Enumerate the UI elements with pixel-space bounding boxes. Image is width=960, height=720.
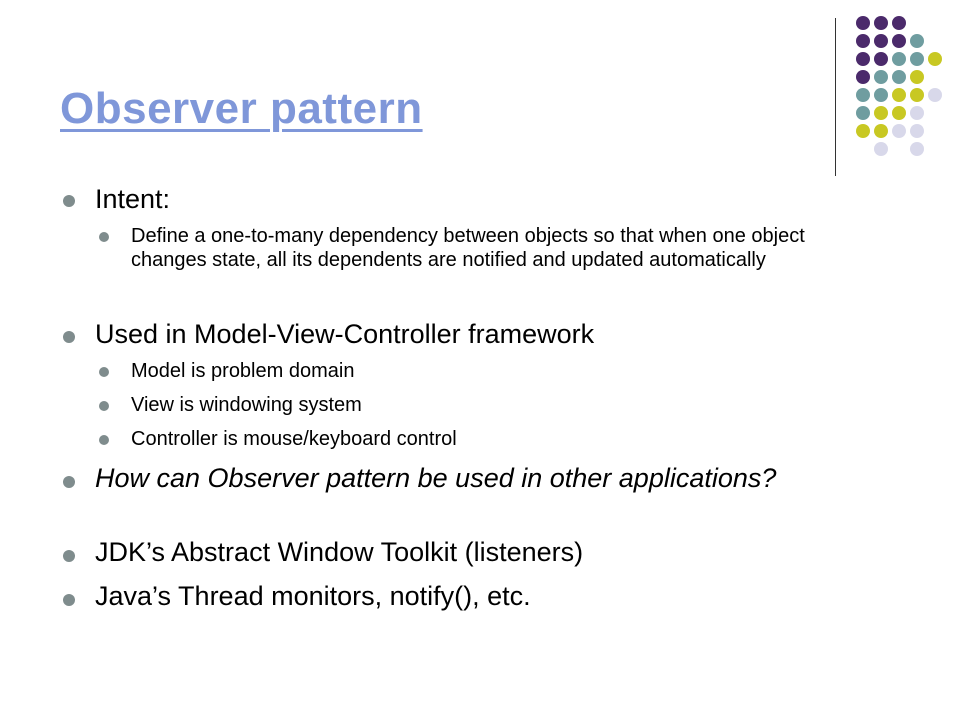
dot-lavender xyxy=(910,142,924,156)
bullet-marker xyxy=(63,476,75,488)
sub-bullet-marker xyxy=(99,232,109,242)
bullet-marker xyxy=(63,550,75,562)
dot-lavender xyxy=(874,142,888,156)
bullet-marker xyxy=(63,195,75,207)
dot-olive xyxy=(892,106,906,120)
dot-purple xyxy=(892,16,906,30)
bullet-marker xyxy=(63,594,75,606)
dot-teal xyxy=(856,106,870,120)
sub-bullet-marker xyxy=(99,367,109,377)
bullet-marker xyxy=(63,331,75,343)
dot-purple xyxy=(856,34,870,48)
dot-lavender xyxy=(928,88,942,102)
dot-purple xyxy=(874,34,888,48)
bullet-controller: Controller is mouse/keyboard control xyxy=(131,428,457,450)
dot-olive xyxy=(874,106,888,120)
dot-teal xyxy=(856,88,870,102)
dot-teal xyxy=(892,70,906,84)
dot-olive xyxy=(856,124,870,138)
bullet-intent: Intent: xyxy=(95,184,171,214)
dot-olive xyxy=(874,124,888,138)
dot-olive xyxy=(910,70,924,84)
dot-lavender xyxy=(892,124,906,138)
dot-lavender xyxy=(910,106,924,120)
dot-olive xyxy=(910,88,924,102)
dot-purple xyxy=(856,70,870,84)
bullet-jdk-awt: JDK’s Abstract Window Toolkit (listeners… xyxy=(95,537,584,567)
dot-purple xyxy=(856,52,870,66)
bullet-view: View is windowing system xyxy=(131,394,362,416)
dot-purple xyxy=(874,16,888,30)
sub-bullet-marker xyxy=(99,435,109,445)
bullet-question: How can Observer pattern be used in othe… xyxy=(95,463,777,493)
dot-lavender xyxy=(910,124,924,138)
bullet-model: Model is problem domain xyxy=(131,360,355,382)
dot-teal xyxy=(910,34,924,48)
dot-teal xyxy=(910,52,924,66)
bullet-mvc: Used in Model-View-Controller framework xyxy=(95,319,595,349)
slide-title-link[interactable]: Observer pattern xyxy=(60,84,423,133)
bullet-java-thread: Java’s Thread monitors, notify(), etc. xyxy=(95,581,531,611)
dot-teal xyxy=(874,70,888,84)
sub-bullet-marker xyxy=(99,401,109,411)
dot-olive xyxy=(928,52,942,66)
decorative-divider xyxy=(835,18,836,176)
dot-purple xyxy=(874,52,888,66)
bullet-intent-definition: Define a one-to-many dependency between … xyxy=(131,225,805,271)
dot-purple xyxy=(892,34,906,48)
dot-teal xyxy=(892,52,906,66)
dot-purple xyxy=(856,16,870,30)
dot-teal xyxy=(874,88,888,102)
dot-olive xyxy=(892,88,906,102)
